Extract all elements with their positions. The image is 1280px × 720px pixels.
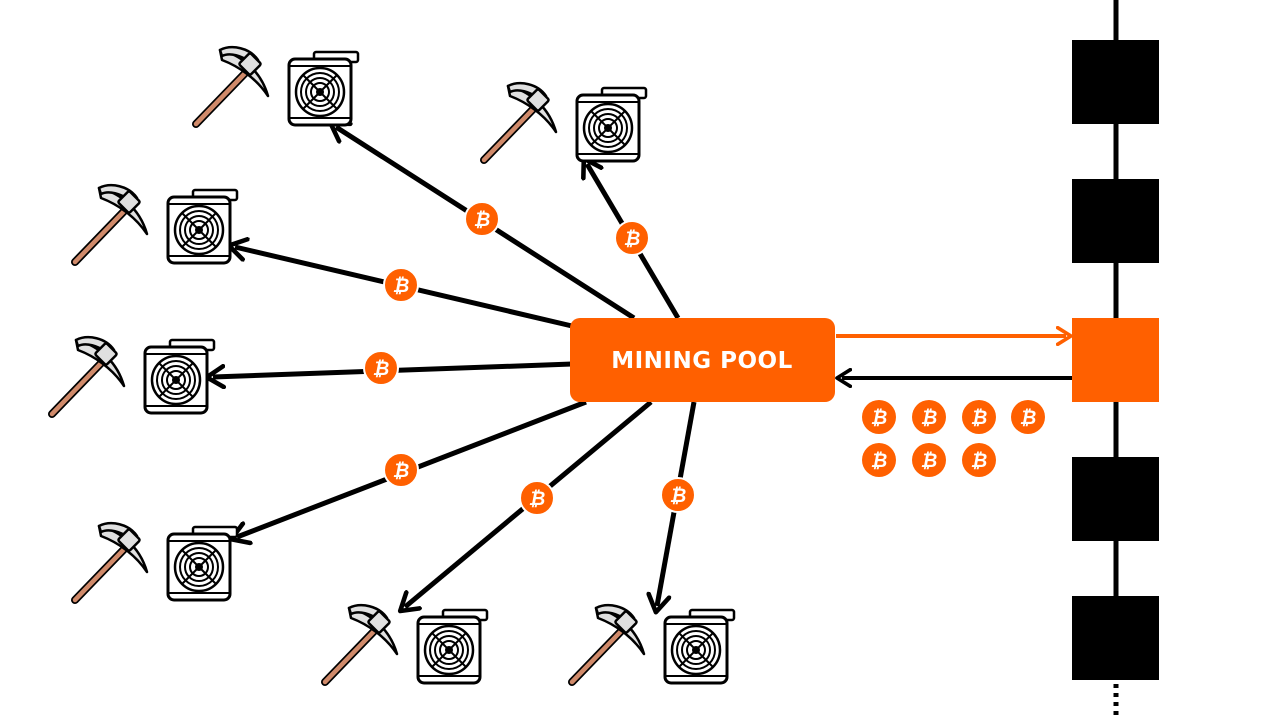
bitcoin-coin-icon: ₿ <box>519 480 555 516</box>
svg-text:₿: ₿ <box>971 407 988 429</box>
svg-text:₿: ₿ <box>971 450 988 472</box>
block <box>1072 179 1159 263</box>
miner <box>75 185 239 265</box>
miner <box>196 47 360 127</box>
bitcoin-coin-icon: ₿ <box>363 350 399 386</box>
mining-pool-box <box>570 318 835 402</box>
payout-coins: ₿ ₿ ₿ ₿ ₿ ₿ ₿ <box>363 201 696 516</box>
blockchain <box>1072 40 1159 680</box>
asic-miner-icon <box>575 86 648 163</box>
pickaxe-icon <box>325 605 397 682</box>
svg-text:₿: ₿ <box>921 450 938 472</box>
miner <box>75 523 239 602</box>
svg-text:₿: ₿ <box>871 450 888 472</box>
asic-miner-icon <box>143 338 216 415</box>
svg-text:₿: ₿ <box>624 228 641 250</box>
svg-text:₿: ₿ <box>529 488 546 510</box>
asic-miner-icon <box>416 608 489 685</box>
bitcoin-coin-icon: ₿ <box>464 201 500 237</box>
svg-text:₿: ₿ <box>474 209 491 231</box>
pickaxe-icon <box>75 523 147 600</box>
asic-miner-icon <box>287 50 360 127</box>
bitcoin-coin-icon: ₿ <box>383 452 419 488</box>
mining-pool-label: MINING POOL <box>611 348 793 374</box>
pickaxe-icon <box>52 337 124 414</box>
pickaxe-icon <box>75 185 147 262</box>
asic-miner-icon <box>166 188 239 265</box>
bitcoin-coin-icon: ₿ <box>660 477 696 513</box>
svg-text:₿: ₿ <box>670 485 687 507</box>
bitcoin-coin-icon: ₿ <box>614 220 650 256</box>
asic-miner-icon <box>663 608 736 685</box>
block <box>1072 596 1159 680</box>
svg-text:₿: ₿ <box>393 275 410 297</box>
block <box>1072 40 1159 124</box>
miner <box>52 337 216 415</box>
bitcoin-coin-icon: ₿ <box>912 443 946 477</box>
bitcoin-coin-icon: ₿ <box>912 400 946 434</box>
pickaxe-icon <box>572 605 644 682</box>
svg-text:₿: ₿ <box>393 460 410 482</box>
bitcoin-coin-icon: ₿ <box>962 400 996 434</box>
svg-text:₿: ₿ <box>871 407 888 429</box>
mining-pool: MINING POOL <box>570 318 835 402</box>
pickaxe-icon <box>484 83 556 160</box>
svg-text:₿: ₿ <box>373 358 390 380</box>
svg-text:₿: ₿ <box>921 407 938 429</box>
svg-text:₿: ₿ <box>1020 407 1037 429</box>
bitcoin-coin-icon: ₿ <box>862 443 896 477</box>
miner <box>325 605 489 685</box>
pickaxe-icon <box>196 47 268 124</box>
bitcoin-coin-icon: ₿ <box>962 443 996 477</box>
asic-miner-icon <box>166 525 239 602</box>
miner <box>572 605 736 685</box>
current-block <box>1072 318 1159 402</box>
block <box>1072 457 1159 541</box>
miner <box>484 83 648 163</box>
bitcoin-coin-icon: ₿ <box>862 400 896 434</box>
block-reward-coins: ₿ ₿ ₿ ₿ ₿ ₿ ₿ <box>862 400 1045 477</box>
bitcoin-coin-icon: ₿ <box>383 267 419 303</box>
bitcoin-coin-icon: ₿ <box>1011 400 1045 434</box>
